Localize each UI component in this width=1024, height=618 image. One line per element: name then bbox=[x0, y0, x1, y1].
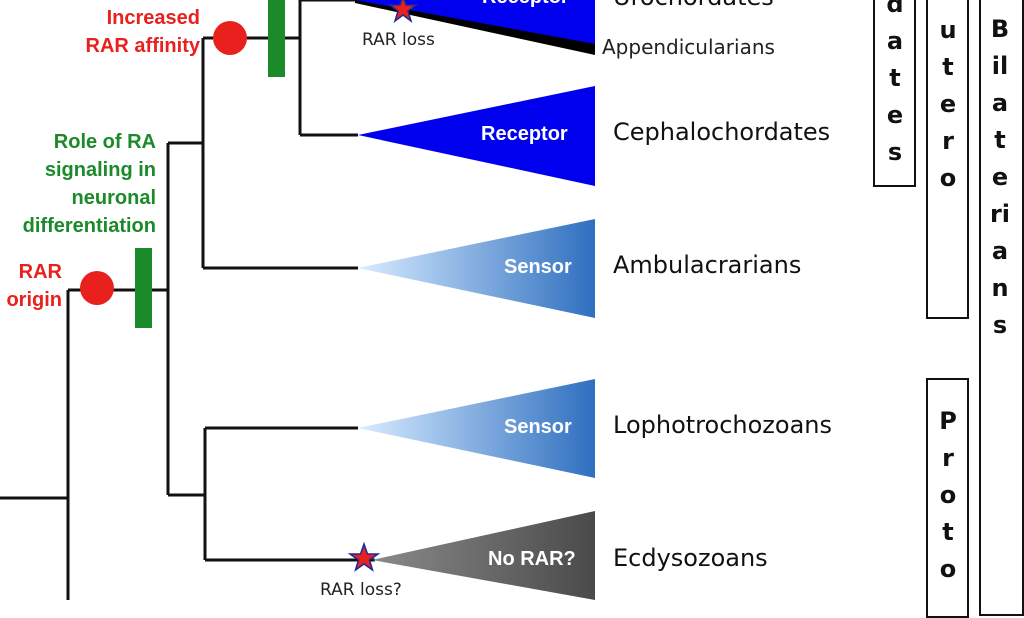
appendicularians-name: Appendicularians bbox=[602, 35, 775, 59]
rar-loss-annotation: RAR loss bbox=[362, 30, 435, 50]
urochordates-receptor-label: Receptor bbox=[482, 0, 569, 9]
deuterostomes-clade-box bbox=[926, 0, 969, 319]
lophotrochozoans-sensor-label: Sensor bbox=[504, 416, 572, 438]
increased-rar-affinity-label: Increased RAR affinity bbox=[85, 7, 200, 57]
ambulacrarians-sensor-label: Sensor bbox=[504, 256, 572, 278]
rar-loss-star-icon bbox=[387, 0, 419, 23]
neuronal-differentiation-event-bar bbox=[135, 248, 152, 328]
ecdysozoans-no-rar-label: No RAR? bbox=[488, 548, 576, 570]
urochordates-name: Urochordates bbox=[613, 0, 774, 11]
protostomes-clade-label: Proto bbox=[939, 407, 957, 583]
ecdysozoans-name: Ecdysozoans bbox=[613, 544, 768, 572]
phylogenetic-tree bbox=[0, 0, 595, 600]
rar-origin-event-marker bbox=[80, 271, 114, 305]
deuterostomes-clade-label: utero bbox=[939, 16, 957, 192]
role-of-ra-signaling-label: Role of RA signaling in neuronal differe… bbox=[22, 131, 156, 237]
rar-origin-label: RAR origin bbox=[6, 261, 62, 311]
rar-affinity-event-marker bbox=[213, 21, 247, 55]
tree-branches bbox=[0, 0, 375, 600]
ecdysozoans-triangle bbox=[372, 511, 595, 600]
lophotrochozoans-triangle bbox=[358, 379, 595, 478]
bilaterians-clade-label: Bilaterians bbox=[989, 15, 1011, 339]
cephalochordates-name: Cephalochordates bbox=[613, 118, 831, 146]
urochordates-triangle bbox=[355, 0, 595, 44]
chordates-clade-box bbox=[873, 0, 916, 187]
lophotrochozoans-name: Lophotrochozoans bbox=[613, 411, 832, 439]
ambulacrarians-name: Ambulacrarians bbox=[613, 251, 802, 279]
ambulacrarians-triangle bbox=[358, 219, 595, 318]
rar-loss-question-star-icon bbox=[347, 541, 381, 572]
cephalochordates-receptor-label: Receptor bbox=[481, 123, 568, 145]
rar-loss-question-annotation: RAR loss? bbox=[320, 580, 402, 600]
green-event-bar-upper bbox=[268, 0, 285, 77]
chordates-clade-label: dates bbox=[886, 0, 904, 166]
cephalochordates-triangle bbox=[358, 86, 595, 186]
